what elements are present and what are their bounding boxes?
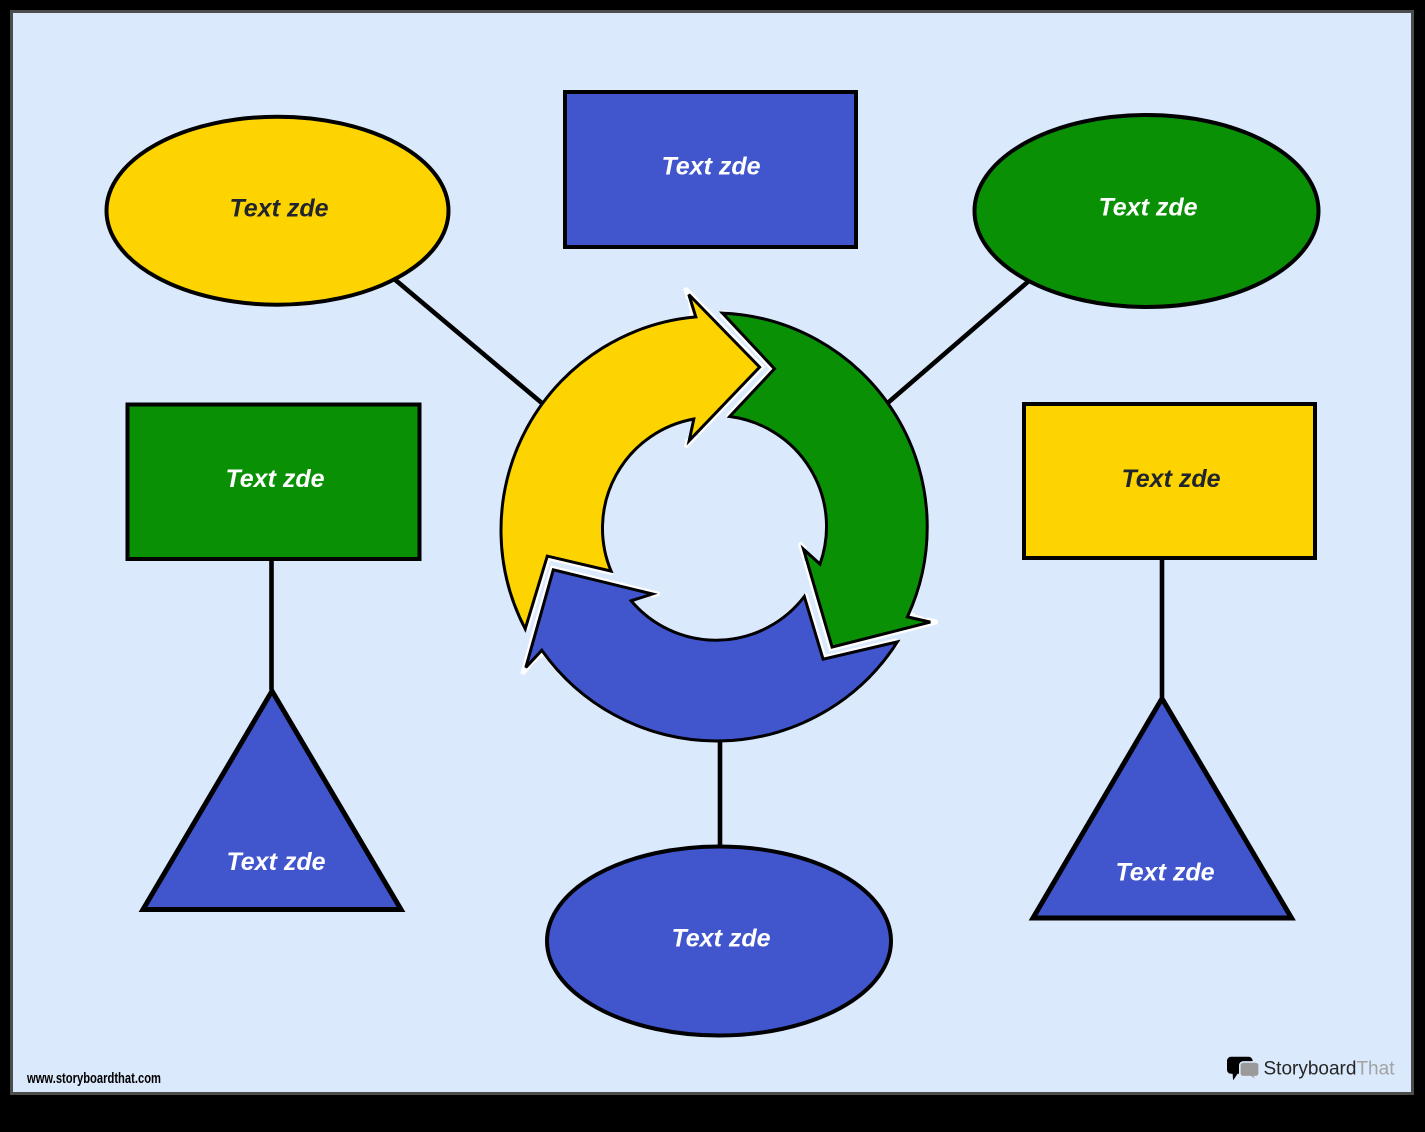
- svg-text:Text zde: Text zde: [671, 925, 770, 953]
- svg-text:Text zde: Text zde: [1098, 194, 1197, 222]
- svg-text:Text zde: Text zde: [226, 848, 325, 876]
- svg-text:Text zde: Text zde: [225, 465, 324, 493]
- svg-text:StoryboardThat: StoryboardThat: [1264, 1059, 1396, 1080]
- svg-text:Text zde: Text zde: [229, 195, 328, 223]
- svg-text:www.storyboardthat.com: www.storyboardthat.com: [26, 1070, 161, 1087]
- svg-text:Text zde: Text zde: [661, 153, 760, 181]
- svg-text:Text zde: Text zde: [1115, 859, 1214, 887]
- svg-text:Text zde: Text zde: [1121, 465, 1220, 493]
